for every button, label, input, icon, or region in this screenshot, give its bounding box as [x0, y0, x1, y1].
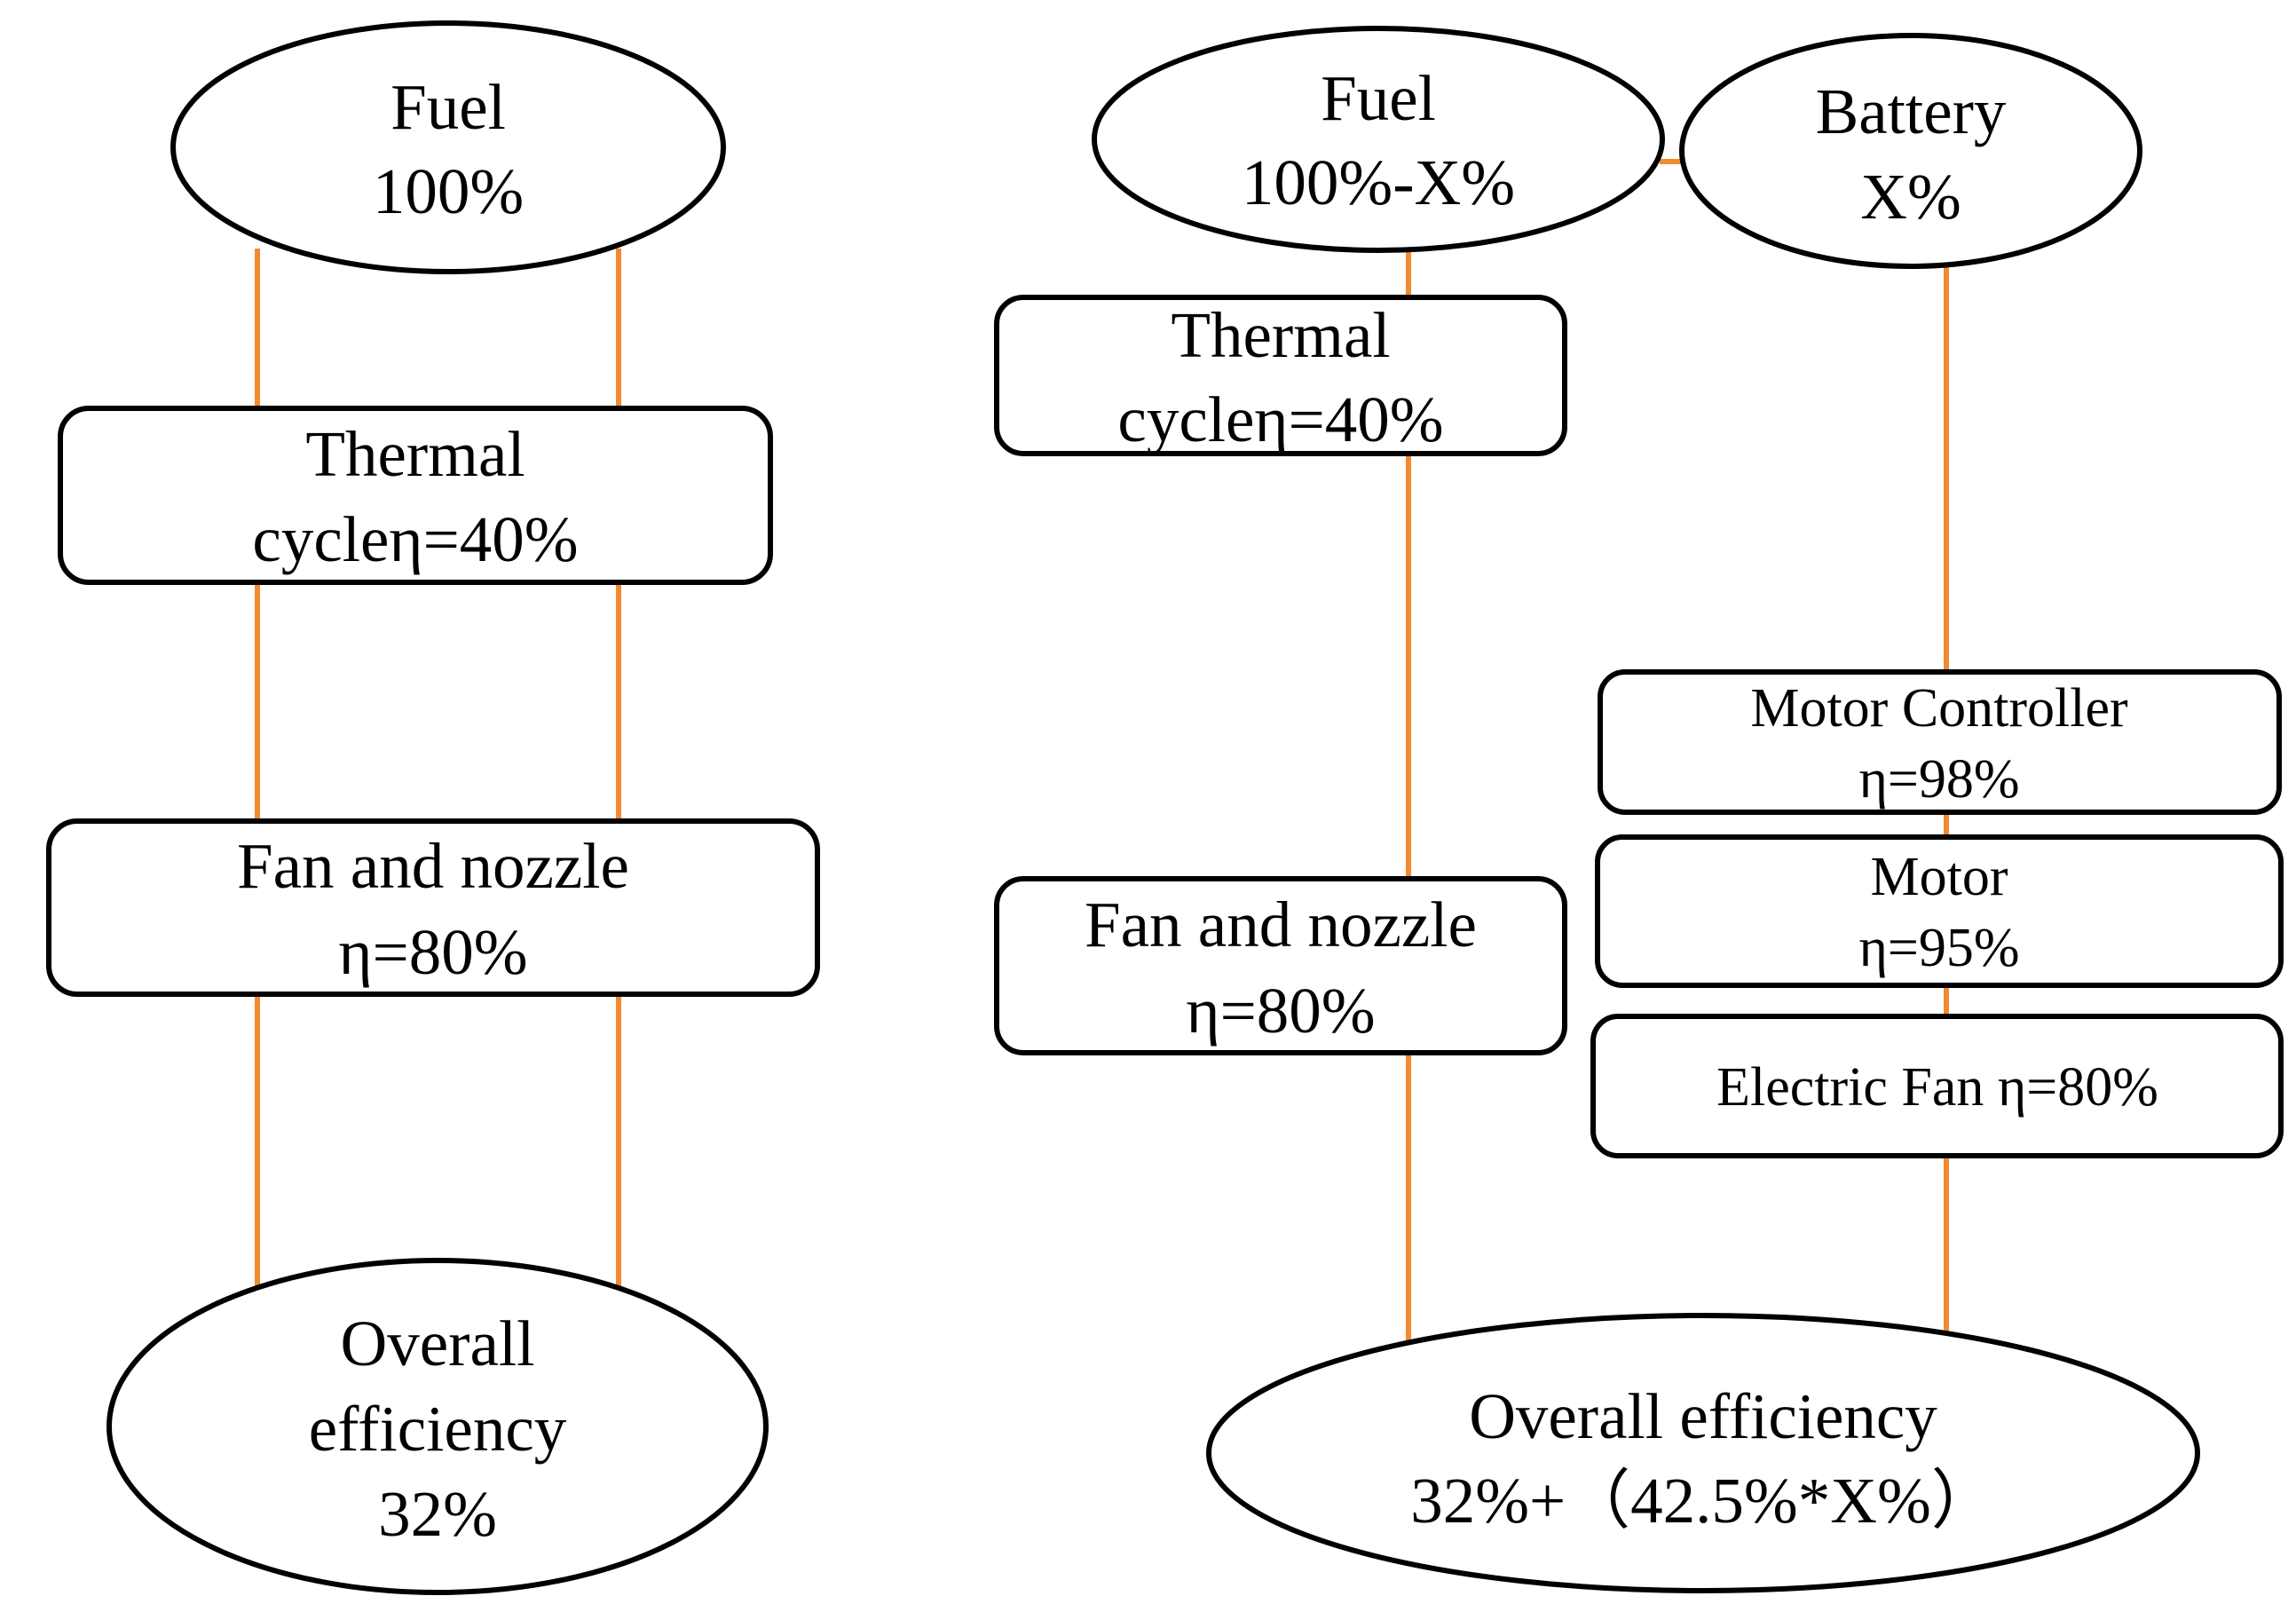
left-overall-node: Overall efficiency 32%: [107, 1258, 769, 1595]
motor-controller-label: Motor Controller: [1750, 678, 2128, 739]
right-thermal-label: Thermal: [1171, 299, 1390, 371]
left-fuel-node: Fuel 100%: [170, 20, 726, 274]
right-thermal-efficiency: cycleη=40%: [1117, 383, 1443, 455]
motor-label: Motor: [1871, 847, 2008, 907]
right-fan-nozzle-label: Fan and nozzle: [1085, 889, 1477, 960]
right-fuel-label: Fuel: [1321, 62, 1436, 134]
left-fuel-label: Fuel: [391, 71, 506, 143]
battery-share: X%: [1860, 161, 1961, 233]
right-overall-formula: 32%+（42.5%*X%）: [1410, 1465, 1996, 1537]
electric-fan-label: Electric Fan η=80%: [1716, 1057, 2158, 1118]
motor-controller-efficiency: η=98%: [1858, 749, 2019, 810]
motor-controller-node: Motor Controller η=98%: [1598, 669, 2282, 815]
motor-efficiency: η=95%: [1858, 918, 2019, 978]
right-fuel-share: 100%-X%: [1242, 146, 1515, 218]
left-fan-nozzle-efficiency: η=80%: [338, 916, 527, 988]
battery-node: Battery X%: [1679, 33, 2142, 269]
right-thermal-node: Thermal cycleη=40%: [994, 295, 1567, 456]
left-thermal-node: Thermal cycleη=40%: [58, 406, 773, 585]
right-overall-node: Overall efficiency 32%+（42.5%*X%）: [1206, 1313, 2200, 1593]
left-fan-nozzle-node: Fan and nozzle η=80%: [46, 818, 820, 997]
left-overall-line2: efficiency: [309, 1393, 567, 1465]
motor-node: Motor η=95%: [1595, 834, 2284, 988]
left-overall-line1: Overall: [341, 1308, 535, 1379]
left-fuel-share: 100%: [373, 155, 524, 227]
left-thermal-label: Thermal: [305, 418, 525, 490]
left-fan-nozzle-label: Fan and nozzle: [237, 830, 629, 902]
right-fuel-node: Fuel 100%-X%: [1092, 26, 1665, 253]
right-fan-nozzle-efficiency: η=80%: [1186, 975, 1375, 1047]
right-fan-nozzle-node: Fan and nozzle η=80%: [994, 876, 1567, 1055]
left-overall-value: 32%: [378, 1478, 497, 1550]
electric-fan-node: Electric Fan η=80%: [1590, 1014, 2284, 1158]
battery-label: Battery: [1816, 75, 2007, 147]
left-thermal-efficiency: cycleη=40%: [252, 503, 578, 575]
right-overall-label: Overall efficiency: [1469, 1380, 1937, 1452]
